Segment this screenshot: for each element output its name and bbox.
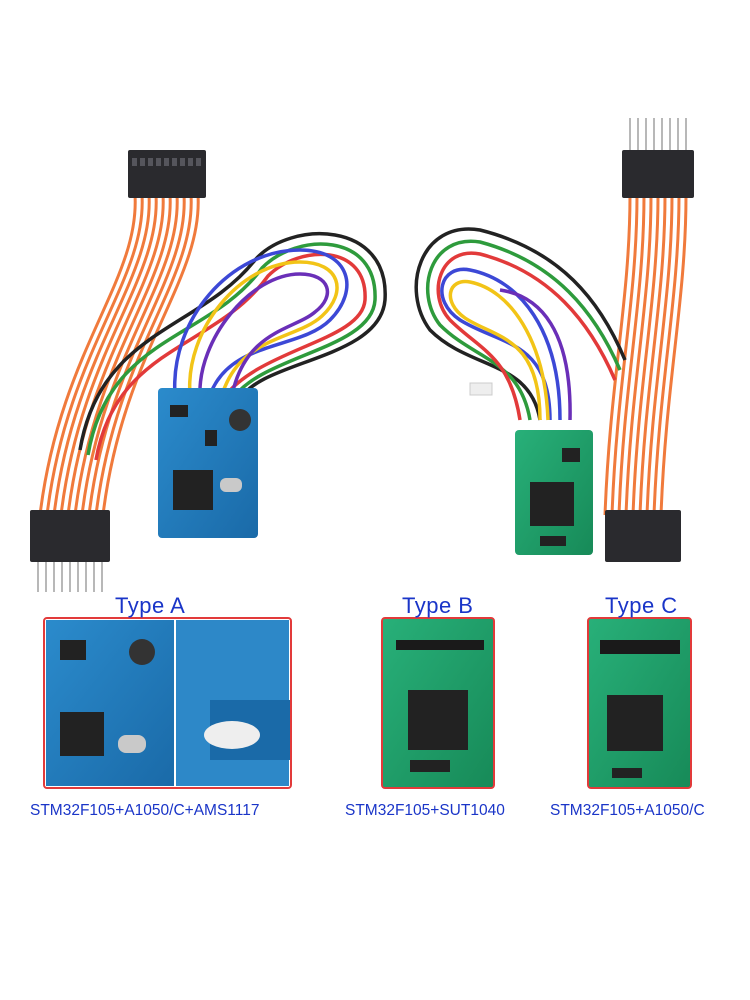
type-a-title: Type A bbox=[115, 593, 186, 618]
left-orange-ribbon bbox=[38, 194, 200, 516]
type-b-caption: STM32F105+SUT1040 bbox=[345, 802, 505, 819]
right-harness bbox=[414, 118, 694, 562]
panel-type-b bbox=[381, 617, 495, 789]
left-bottom-connector bbox=[30, 510, 110, 562]
panel-type-c bbox=[587, 617, 692, 789]
right-bottom-connector bbox=[605, 510, 681, 562]
type-a-caption: STM32F105+A1050/C+AMS1117 bbox=[30, 802, 260, 819]
left-harness bbox=[30, 150, 387, 592]
type-b-board bbox=[515, 430, 593, 555]
type-a-board bbox=[158, 388, 258, 538]
panel-type-a bbox=[43, 617, 292, 789]
type-c-title: Type C bbox=[605, 593, 678, 618]
right-orange-ribbon bbox=[603, 194, 688, 516]
left-top-connector bbox=[128, 150, 206, 198]
right-top-connector bbox=[622, 150, 694, 198]
type-b-title: Type B bbox=[402, 593, 474, 618]
type-c-caption: STM32F105+A1050/C bbox=[550, 802, 705, 819]
